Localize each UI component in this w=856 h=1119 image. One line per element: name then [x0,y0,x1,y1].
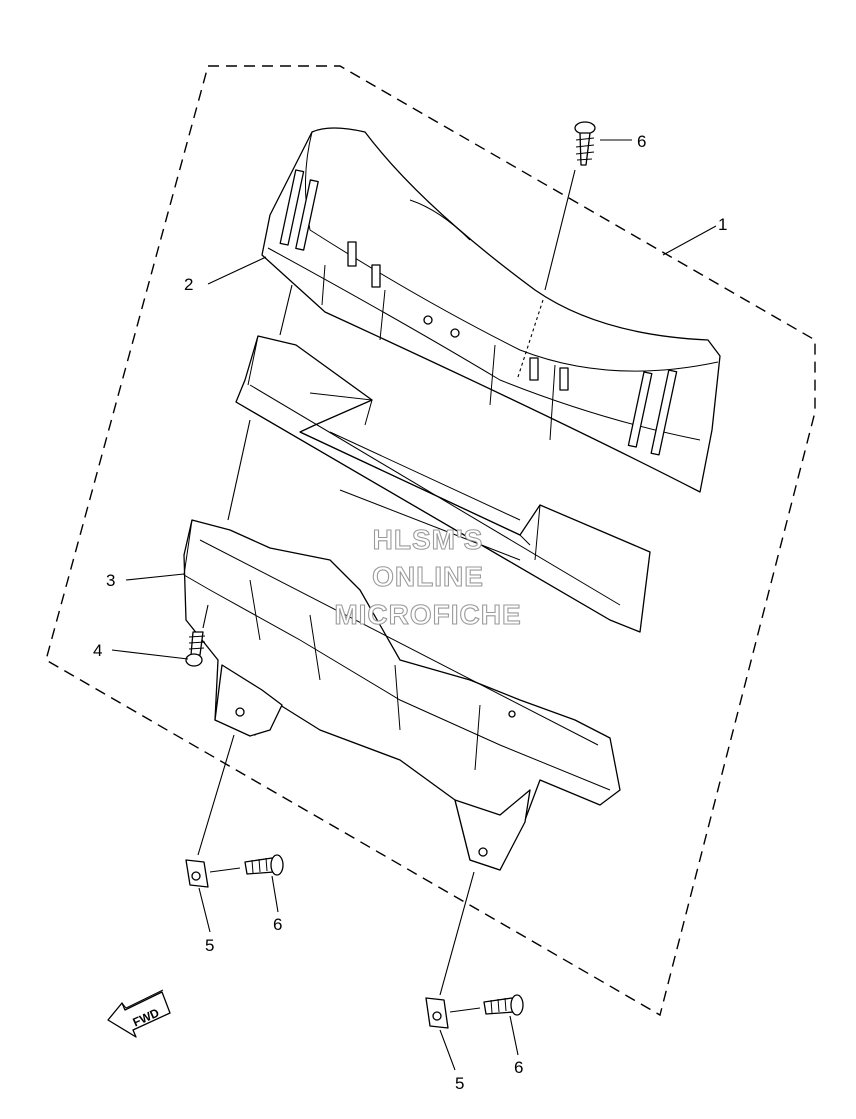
forward-direction-arrow-icon: FWD [107,989,171,1038]
callout-6-left: 6 [273,915,282,934]
meter-case-part-3[interactable] [183,519,621,871]
callout-1: 1 [718,215,727,234]
callout-2: 2 [184,275,193,294]
leader-line-5a [198,887,211,933]
callout-4: 4 [93,641,102,660]
callout-5-right: 5 [455,1074,464,1093]
meter-cover-part-2[interactable] [261,127,721,493]
assembly-line [202,604,209,629]
screw-6-right[interactable] [483,994,524,1016]
callout-6-top: 6 [637,132,646,151]
leader-line-4 [111,649,189,660]
callout-5-left: 5 [205,936,214,955]
callout-6-right: 6 [514,1058,523,1077]
watermark-line-2: ONLINE [372,561,484,592]
leader-line-3 [125,573,185,581]
assembly-line [227,419,251,521]
assembly-line [544,169,576,291]
callout-3: 3 [106,571,115,590]
watermark-line-3: MICROFICHE [334,599,521,630]
clip-nut-5-left[interactable] [185,859,209,888]
leader-line-2 [207,256,267,285]
assembly-boundary [45,65,816,1017]
screw-6-left[interactable] [244,854,284,876]
assembly-line [209,867,241,873]
assembly-line [449,1007,481,1013]
leader-line-6a [271,875,279,913]
leader-line-1 [662,225,717,256]
clip-nut-5-right[interactable] [425,997,449,1029]
leader-line-6b [509,1015,519,1056]
leader-line-5b [439,1029,456,1071]
assembly-line [197,734,235,856]
screw-6-top[interactable] [574,121,596,166]
meter-panel [235,335,651,633]
assembly-line [516,299,544,381]
screw-4[interactable] [185,631,206,667]
watermark-line-1: HLSM'S [373,524,484,555]
assembly-line [439,871,475,996]
assembly-line [279,284,293,336]
